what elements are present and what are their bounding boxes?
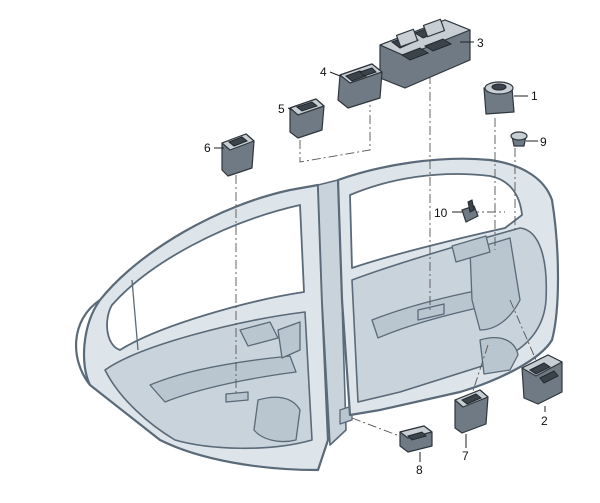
switch-8 <box>399 425 433 453</box>
callout-4: 4 <box>320 65 327 79</box>
callout-numbers: 1 2 3 4 5 6 7 8 9 10 <box>204 36 548 477</box>
rear-door-window <box>106 204 305 351</box>
window-switch-single-7 <box>454 389 489 434</box>
callout-8: 8 <box>416 463 423 477</box>
callout-1: 1 <box>531 89 538 103</box>
window-switch-single-5 <box>289 98 325 139</box>
callout-3: 3 <box>477 36 484 50</box>
front-door <box>336 157 560 417</box>
window-switch-single-6 <box>221 133 255 177</box>
window-switch-4-way <box>379 18 471 89</box>
callout-2: 2 <box>541 414 548 428</box>
rear-door-armrest <box>149 355 297 403</box>
callout-6: 6 <box>204 141 211 155</box>
callout-5: 5 <box>278 102 285 116</box>
callout-9: 9 <box>540 135 547 149</box>
rear-door-handle-recess <box>239 321 279 347</box>
rear-door <box>74 183 330 472</box>
clip-9 <box>510 131 528 147</box>
window-switch-side-2 <box>521 354 563 405</box>
window-switch-2-way <box>337 63 383 109</box>
front-door-window <box>349 173 523 269</box>
callout-10: 10 <box>434 206 448 220</box>
mirror-adjust-switch <box>483 81 515 115</box>
bracket-10 <box>461 199 479 223</box>
callout-7: 7 <box>462 449 469 463</box>
leader-lines <box>214 41 546 462</box>
front-door-pull-handle <box>469 237 521 331</box>
